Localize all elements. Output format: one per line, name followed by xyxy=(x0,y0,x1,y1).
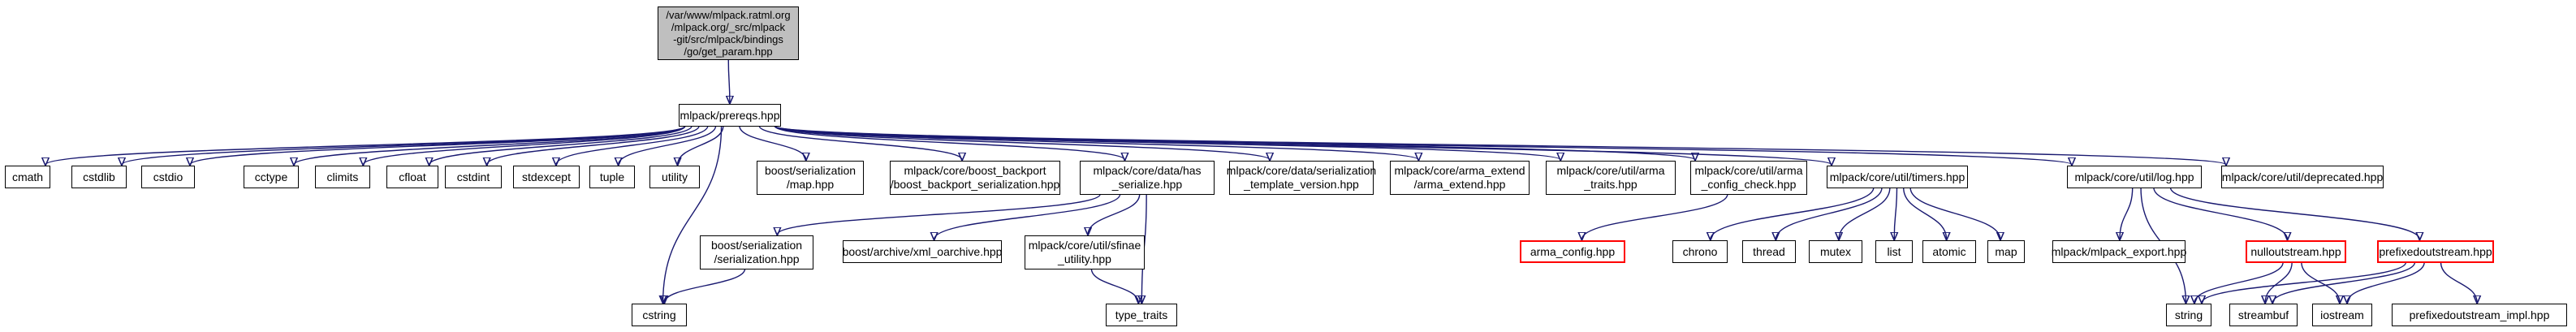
edge-has_serialize-sfinae_utility xyxy=(1088,193,1141,235)
graph-node-prereqs-hpp[interactable]: mlpack/prereqs.hpp xyxy=(679,104,781,127)
graph-node-prefixedoutstream-hpp[interactable]: prefixedoutstream.hpp xyxy=(2377,240,2494,263)
graph-node-string: string xyxy=(2166,304,2211,326)
graph-node-chrono: chrono xyxy=(1672,240,1728,263)
edge-has_serialize-xml_oarchive xyxy=(934,193,1121,239)
edge-root-prereqs xyxy=(728,58,730,103)
graph-node-streambuf: streambuf xyxy=(2229,304,2298,326)
graph-node-map: map xyxy=(1987,240,2025,263)
graph-node-utility: utility xyxy=(649,166,700,188)
edge-prereqs-cstdio xyxy=(190,125,686,165)
graph-node-type-traits: type_traits xyxy=(1106,304,1177,326)
graph-node-thread: thread xyxy=(1742,240,1796,263)
edge-timers-mutex xyxy=(1839,187,1891,239)
graph-node-boost-serialization-map-hpp: boost/serialization /map.hpp xyxy=(757,161,864,195)
graph-node-climits: climits xyxy=(315,166,370,188)
graph-node-xml-oarchive-hpp: boost/archive/xml_oarchive.hpp xyxy=(843,240,1002,263)
graph-node-cstdlib: cstdlib xyxy=(71,166,127,188)
graph-node-deprecated-hpp[interactable]: mlpack/core/util/deprecated.hpp xyxy=(2221,166,2384,188)
graph-node-has-serialize-hpp[interactable]: mlpack/core/data/has _serialize.hpp xyxy=(1080,161,1215,195)
graph-node-arma-config-check-hpp[interactable]: mlpack/core/util/arma _config_check.hpp xyxy=(1690,161,1807,195)
edge-timers-atomic xyxy=(1902,187,1947,239)
graph-node-cfloat: cfloat xyxy=(386,166,438,188)
graph-node-cstring: cstring xyxy=(632,304,687,326)
edge-prereqs-tuple xyxy=(619,125,717,165)
graph-node-iostream: iostream xyxy=(2312,304,2372,326)
edge-prereqs-climits xyxy=(363,125,686,165)
edge-prereqs-stdexcept xyxy=(556,125,709,165)
graph-node-arma-config-hpp[interactable]: arma_config.hpp xyxy=(1520,240,1625,263)
edge-boost_serialization-cstring xyxy=(664,268,746,303)
edge-prereqs-boost_backport xyxy=(758,125,962,160)
edge-prefixedoutstream-streambuf xyxy=(2272,261,2416,303)
edge-prereqs-log xyxy=(774,125,2072,165)
edge-nulloutstream-streambuf xyxy=(2265,261,2293,303)
edge-sfinae_utility-type_traits xyxy=(1090,268,1138,303)
edge-prefixedoutstream-prefixedoutstream_impl xyxy=(2440,261,2477,303)
graph-node-cmath: cmath xyxy=(5,166,50,188)
graph-node-boost-serialization-hpp: boost/serialization /serialization.hpp xyxy=(700,235,813,269)
edge-timers-thread xyxy=(1776,187,1883,239)
graph-node-current-file: /var/www/mlpack.ratml.org /mlpack.org/_s… xyxy=(658,6,799,60)
edge-arma_config_check-arma_config xyxy=(1581,193,1728,239)
edge-prefixedoutstream-string xyxy=(2202,261,2407,303)
edge-timers-chrono xyxy=(1711,187,1875,239)
edge-prereqs-has_serialize xyxy=(774,125,1124,160)
edge-prefixedoutstream-iostream xyxy=(2347,261,2425,303)
edge-nulloutstream-iostream xyxy=(2301,261,2340,303)
edge-prereqs-utility xyxy=(678,125,724,165)
graph-node-mutex: mutex xyxy=(1809,240,1862,263)
edge-log-prefixedoutstream xyxy=(2169,187,2420,239)
edge-prereqs-timers xyxy=(774,125,1832,165)
edge-timers-map xyxy=(1909,187,2000,239)
graph-node-stdexcept: stdexcept xyxy=(513,166,580,188)
graph-node-arma-traits-hpp[interactable]: mlpack/core/util/arma _traits.hpp xyxy=(1546,161,1676,195)
graph-node-serialization-template-version-hpp[interactable]: mlpack/core/data/serialization _template… xyxy=(1227,161,1376,195)
edge-prereqs-deprecated xyxy=(774,125,2226,165)
graph-node-cstdio: cstdio xyxy=(141,166,195,188)
graph-node-atomic: atomic xyxy=(1922,240,1976,263)
graph-node-log-hpp[interactable]: mlpack/core/util/log.hpp xyxy=(2067,166,2202,188)
edge-prereqs-cstdint xyxy=(487,125,700,165)
edge-prereqs-cctype xyxy=(294,125,686,165)
edge-prereqs-cstring xyxy=(663,125,723,303)
edge-log-mlpack_export xyxy=(2120,187,2134,239)
graph-node-sfinae-utility-hpp[interactable]: mlpack/core/util/sfinae _utility.hpp xyxy=(1025,235,1145,269)
edge-has_serialize-boost_serialization xyxy=(777,193,1101,235)
graph-node-mlpack-export-hpp[interactable]: mlpack/mlpack_export.hpp xyxy=(2052,240,2186,263)
graph-node-list: list xyxy=(1875,240,1913,263)
edge-prereqs-boost_ser_map xyxy=(739,125,806,160)
graph-node-boost-backport-serialization-hpp[interactable]: mlpack/core/boost_backport /boost_backpo… xyxy=(890,161,1060,195)
graph-node-nulloutstream-hpp[interactable]: nulloutstream.hpp xyxy=(2246,240,2346,263)
graph-node-prefixedoutstream-impl-hpp[interactable]: prefixedoutstream_impl.hpp xyxy=(2392,304,2567,326)
edge-prereqs-cfloat xyxy=(429,125,693,165)
edge-prereqs-arma_extend xyxy=(774,125,1418,160)
graph-node-cstdint: cstdint xyxy=(445,166,502,188)
edge-log-nulloutstream xyxy=(2153,187,2288,239)
graph-node-timers-hpp[interactable]: mlpack/core/util/timers.hpp xyxy=(1827,166,1968,188)
graph-node-tuple: tuple xyxy=(589,166,635,188)
graph-node-cctype: cctype xyxy=(244,166,299,188)
edge-timers-list xyxy=(1894,187,1896,239)
edge-prereqs-ser_template_version xyxy=(774,125,1270,160)
graph-node-arma-extend-hpp[interactable]: mlpack/core/arma_extend /arma_extend.hpp xyxy=(1390,161,1530,195)
